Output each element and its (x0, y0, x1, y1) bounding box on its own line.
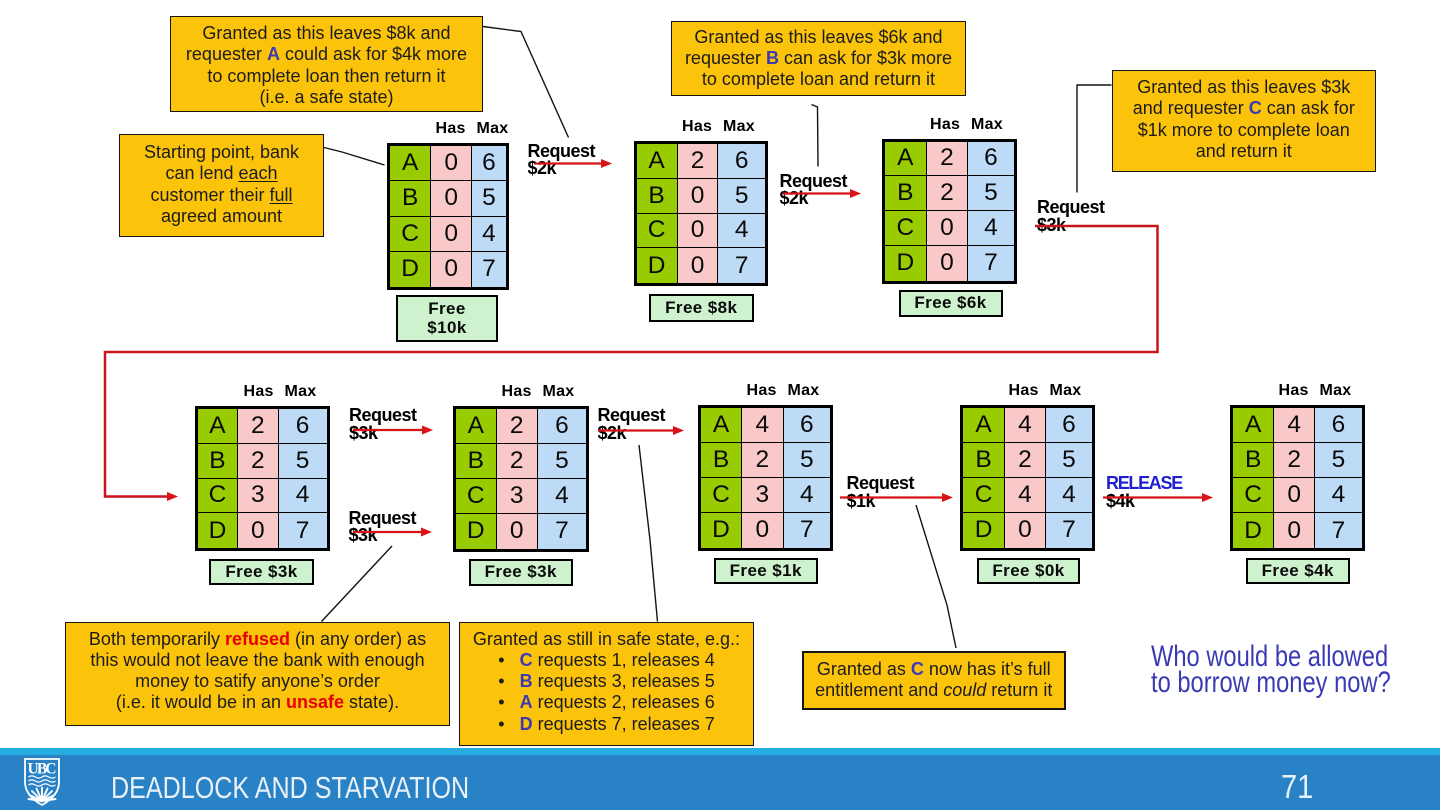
svg-text:UBC: UBC (28, 761, 57, 778)
